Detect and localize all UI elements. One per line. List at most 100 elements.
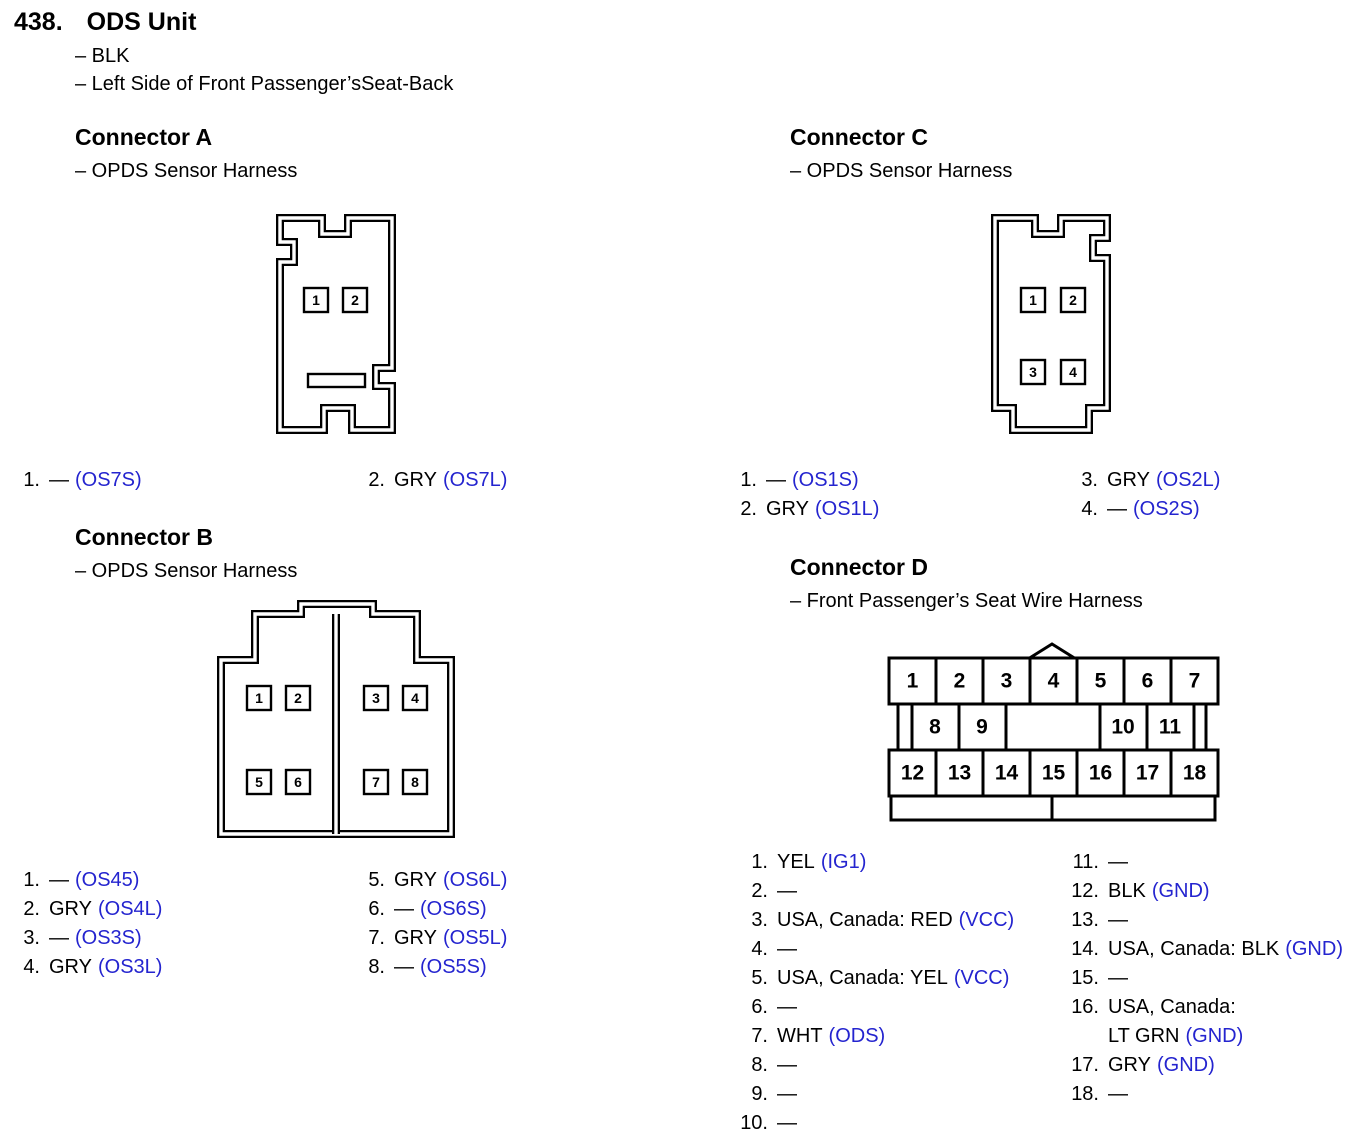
pin-text: GRY(OS2L)	[1107, 466, 1220, 495]
pin-wire-color: GRY	[1107, 469, 1150, 491]
pin-number: 4.	[1081, 498, 1098, 520]
pin-terminal-code: (OS7L)	[442, 469, 508, 491]
connector-a-outline-inner	[278, 216, 394, 432]
pin-number: 1.	[23, 869, 40, 891]
pin-number: 8.	[751, 1054, 768, 1076]
cavity-number: 8	[411, 774, 419, 790]
connector-a-heading: Connector A – OPDS Sensor Harness	[75, 124, 297, 183]
pin-text: —(OS5S)	[394, 953, 487, 982]
pin-terminal-code: (OS2L)	[1155, 469, 1221, 491]
cavity-number: 1	[255, 690, 263, 706]
pin-wire-color: GRY	[49, 956, 92, 978]
pin-text: GRY(OS6L)	[394, 866, 507, 895]
pin-wire-color: GRY	[394, 469, 437, 491]
pin-wire-color: —	[1108, 967, 1128, 989]
cavity-number: 5	[255, 774, 263, 790]
pin-text: —	[777, 993, 797, 1022]
pin-wire-color: —	[1108, 1083, 1128, 1105]
pin-wire-color: USA, Canada: BLK	[1108, 938, 1280, 960]
cavity-square	[1059, 286, 1087, 314]
pin-number: 8.	[368, 956, 385, 978]
cavity-number: 4	[1069, 364, 1077, 380]
pin-number: 14.	[1071, 938, 1099, 960]
cell-number: 10	[1111, 716, 1134, 739]
cavity-square	[362, 684, 390, 712]
pin-text: —(OS2S)	[1107, 495, 1200, 524]
cavity-square	[1019, 358, 1047, 386]
pin-text: —	[1108, 906, 1128, 935]
pin-number: 6.	[368, 898, 385, 920]
pin-number: 9.	[751, 1083, 768, 1105]
connector-a-outline	[276, 214, 396, 434]
pin-entry: 12.BLK(GND)	[1068, 877, 1343, 906]
pin-terminal-code: (GND)	[1185, 1025, 1244, 1047]
pin-text: GRY(OS5L)	[394, 924, 507, 953]
connector-d-title: Connector D	[790, 554, 928, 580]
pin-text: — (OS7S)	[49, 466, 142, 495]
pin-terminal-code: (OS3L)	[97, 956, 163, 978]
cavity-number: 1	[1029, 292, 1037, 308]
pin-number: 3.	[23, 927, 40, 949]
pin-entry: 17.GRY(GND)	[1068, 1051, 1343, 1080]
pin-wire-color: —	[777, 1083, 797, 1105]
cell-number: 18	[1183, 762, 1207, 785]
pin-text: YEL(IG1)	[777, 848, 866, 877]
pin-wire-color: USA, Canada: RED	[777, 909, 953, 931]
cavity-number: 4	[411, 690, 419, 706]
cell-number: 16	[1089, 762, 1112, 785]
pin-terminal-code: (OS1L)	[814, 498, 880, 520]
connector-d-drawing: 1 2 3 4 5 6 7 8 9 10 11 12 13 14 15 16 1…	[887, 642, 1220, 822]
cavity-number: 3	[1029, 364, 1037, 380]
connector-c-outline-inner	[993, 216, 1109, 432]
cavity-square	[302, 286, 330, 314]
pin-entry: 2.—	[737, 877, 1014, 906]
cell-number: 1	[907, 670, 919, 693]
pin-entry: 8.—	[737, 1051, 1014, 1080]
cavity-number: 2	[1069, 292, 1077, 308]
pin-text: WHT(ODS)	[777, 1022, 885, 1051]
section-header: 438.ODS Unit	[14, 8, 196, 37]
pin-entry: 16.USA, Canada: LT GRN(GND)	[1068, 993, 1343, 1051]
pin-text: —(OS1S)	[766, 466, 859, 495]
pin-number: 4.	[751, 938, 768, 960]
pin-wire-color: —	[49, 469, 69, 491]
pin-wire-color: —	[777, 880, 797, 902]
pin-text: USA, Canada: YEL(VCC)	[777, 964, 1009, 993]
connector-a-subtitle: – OPDS Sensor Harness	[75, 160, 298, 182]
cell-number: 5	[1095, 670, 1107, 693]
connector-keying-tab	[1027, 642, 1077, 661]
connector-c-subtitle: – OPDS Sensor Harness	[790, 160, 1013, 182]
pin-terminal-code: (IG1)	[820, 851, 867, 873]
cell-number: 13	[948, 762, 971, 785]
pin-wire-color: —	[766, 469, 786, 491]
pin-terminal-code: (GND)	[1151, 880, 1210, 902]
pin-text: GRY(OS3L)	[49, 953, 162, 982]
location-line: – Left Side of Front Passenger’sSeat-Bac…	[75, 73, 454, 95]
pin-terminal-code: (OS6L)	[442, 869, 508, 891]
pin-entry: 2. GRY(OS7L)	[365, 466, 507, 495]
connector-c-pin-list-col2: 3.GRY(OS2L)4.—(OS2S)	[1078, 466, 1220, 524]
pin-text: BLK(GND)	[1108, 877, 1210, 906]
cavity-number: 1	[312, 292, 320, 308]
connector-a-pin-list-col2: 2. GRY(OS7L)	[365, 466, 507, 495]
connector-d-pin-list-col1: 1.YEL(IG1)2.—3.USA, Canada: RED(VCC)4.—5…	[737, 848, 1014, 1138]
cavity-square	[284, 768, 312, 796]
pin-entry: 7.GRY(OS5L)	[365, 924, 507, 953]
pin-entry: 6.—	[737, 993, 1014, 1022]
pin-number: 18.	[1071, 1083, 1099, 1105]
cell-number: 12	[901, 762, 924, 785]
pin-entry: 1.—(OS45)	[20, 866, 162, 895]
pin-entry: 5. GRY(OS6L)	[365, 866, 507, 895]
pin-wire-color: —	[777, 996, 797, 1018]
pin-text: —(OS3S)	[49, 924, 142, 953]
cavity-number: 3	[372, 690, 380, 706]
pin-number: 11.	[1072, 851, 1099, 873]
pin-entry: 1. YEL(IG1)	[737, 848, 1014, 877]
cell-number: 8	[929, 716, 941, 739]
pin-number: 1.	[751, 851, 768, 873]
unit-location: – BLK – Left Side of Front Passenger’sSe…	[75, 42, 453, 98]
pin-terminal-code: (OS7S)	[75, 469, 142, 491]
pin-number: 7.	[751, 1025, 768, 1047]
pin-number: 5.	[368, 869, 385, 891]
pin-number: 2.	[368, 469, 385, 491]
